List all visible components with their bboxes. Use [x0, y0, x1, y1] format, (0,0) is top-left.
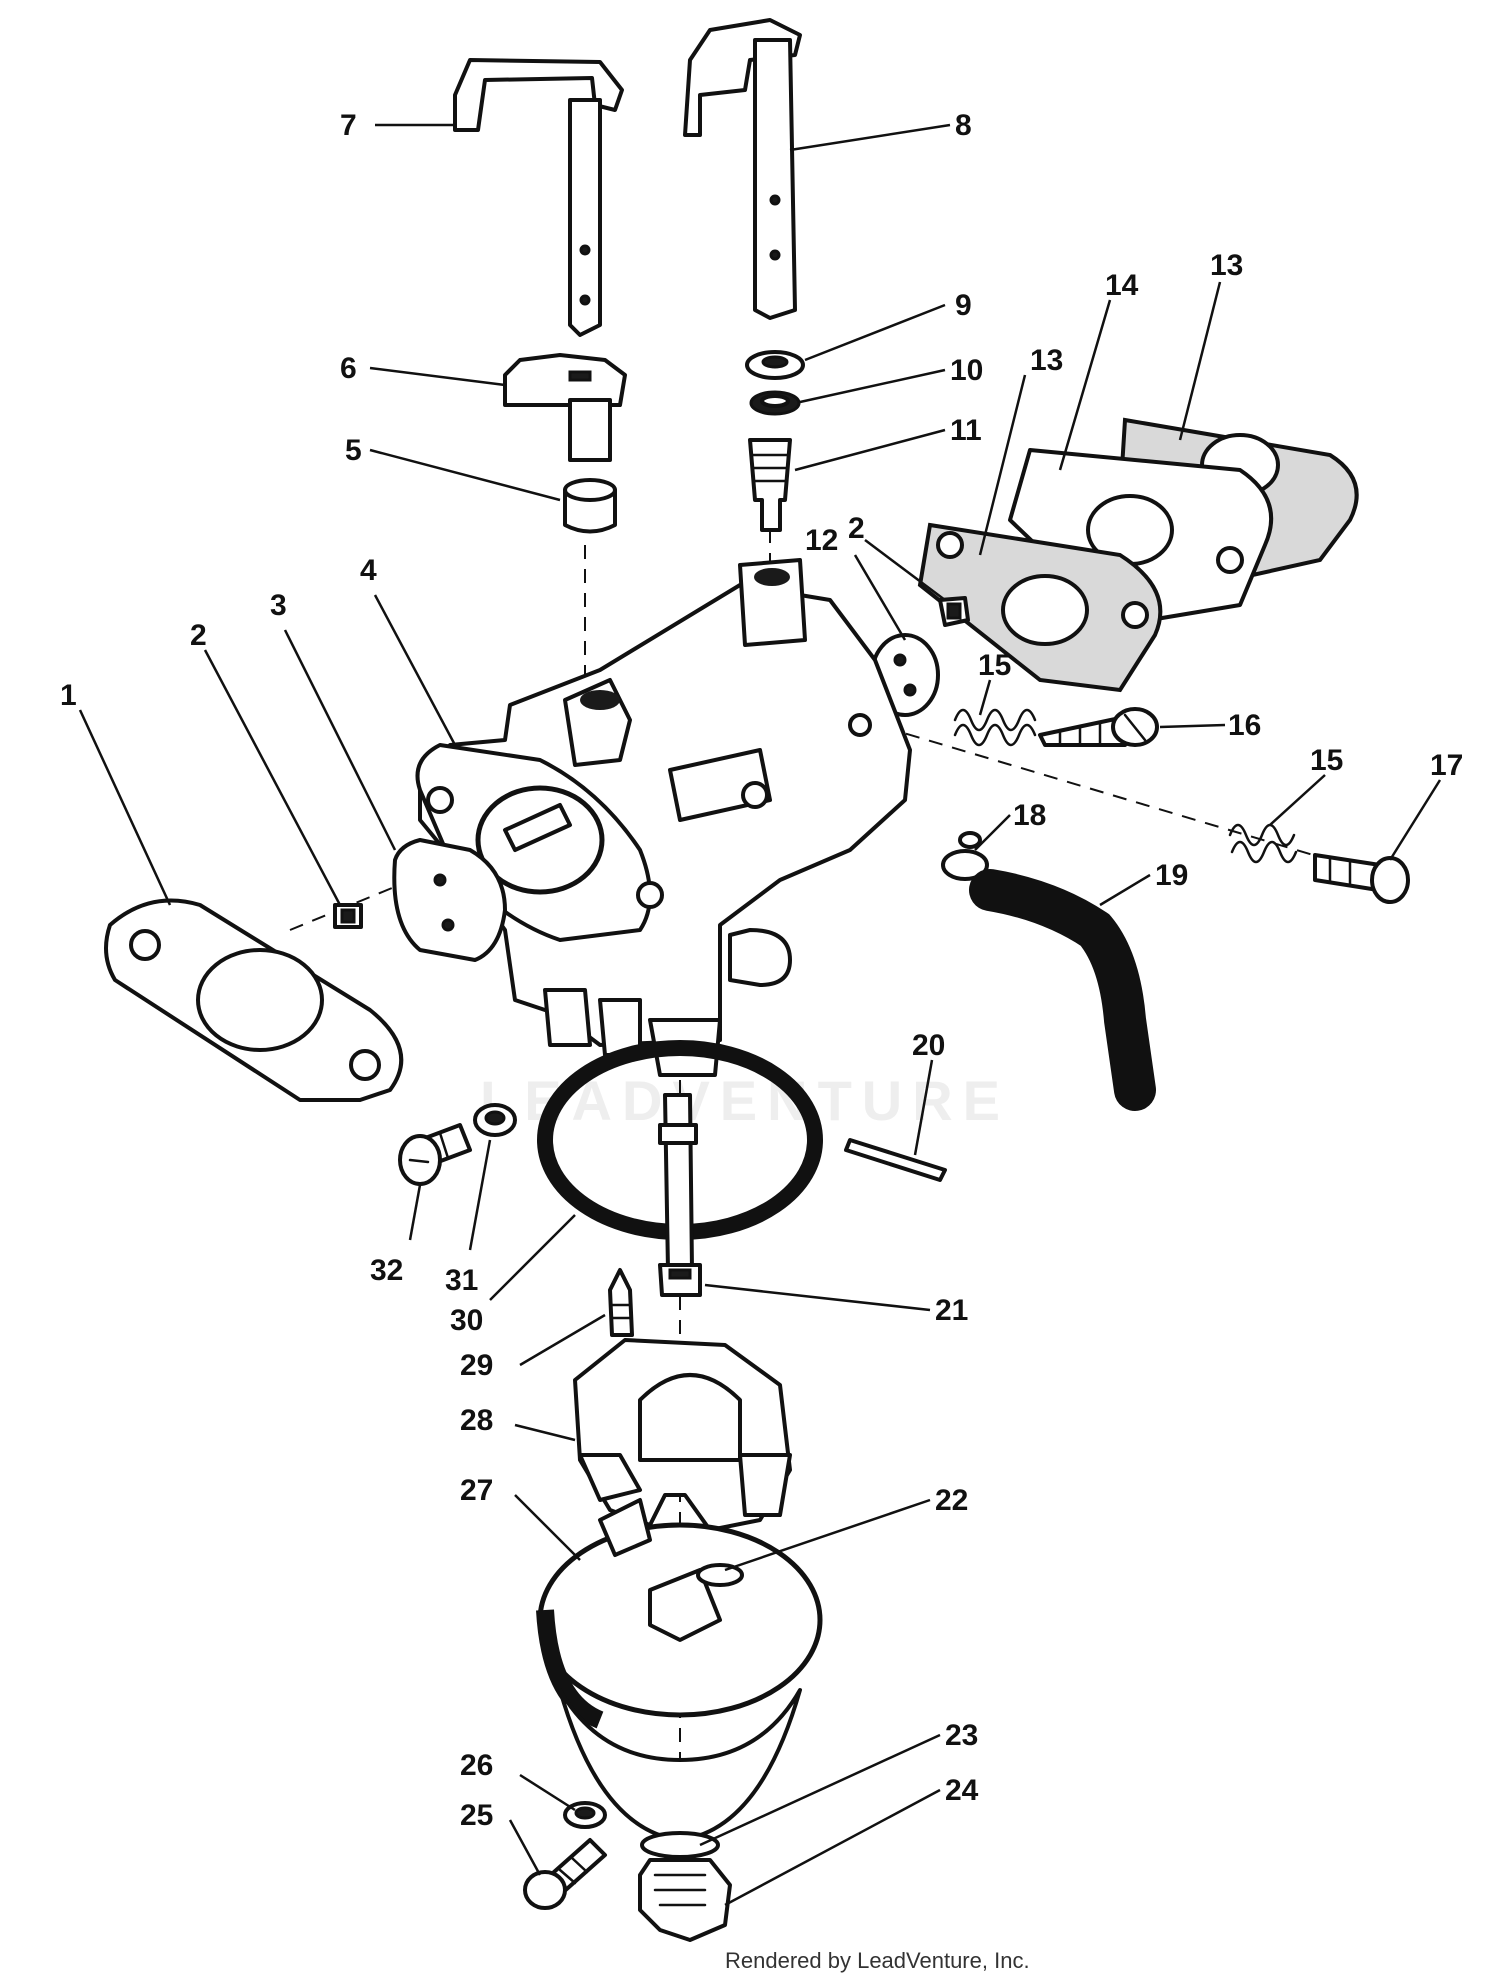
callout-21: 21	[935, 1294, 968, 1327]
render-credit: Rendered by LeadVenture, Inc.	[725, 1948, 1030, 1973]
callout-30: 30	[450, 1304, 483, 1337]
callout-24: 24	[945, 1774, 979, 1807]
callout-2-right: 2	[848, 512, 865, 545]
callout-8: 8	[955, 109, 972, 142]
part-3-throttle-plate	[392, 838, 507, 962]
callout-23: 23	[945, 1719, 978, 1752]
callout-26: 26	[460, 1749, 493, 1782]
part-25-screw	[523, 1838, 607, 1910]
part-5-bushing	[563, 478, 617, 534]
part-1-gasket	[104, 898, 404, 1102]
part-28-float	[573, 1338, 792, 1532]
part-24-bowl-nut	[638, 1858, 732, 1942]
part-27-float-bowl	[536, 1498, 823, 1842]
callout-13-rear: 13	[1210, 249, 1243, 282]
part-6-throttle-plate-lever	[503, 353, 627, 462]
part-4-carburetor-body	[415, 558, 912, 1077]
part-15-spring-upper	[953, 708, 1037, 747]
part-31-washer	[473, 1103, 517, 1137]
callout-22: 22	[935, 1484, 968, 1517]
callout-27: 27	[460, 1474, 493, 1507]
callout-3: 3	[270, 589, 287, 622]
callout-31: 31	[445, 1264, 478, 1297]
part-15-spring-lower	[1228, 823, 1298, 864]
part-17-idle-speed-screw	[1313, 853, 1410, 904]
part-2-screw-left	[333, 903, 363, 929]
part-main-nozzle	[658, 1093, 698, 1272]
callout-4: 4	[360, 554, 377, 587]
part-23-fiber-washer	[640, 1831, 720, 1859]
part-10-seal	[749, 390, 801, 416]
callout-18: 18	[1013, 799, 1046, 832]
callout-labels: 1 2 2 3 4 5 6 7 8 9 10 11 12 13 13 14 15…	[60, 109, 1463, 1832]
callout-32: 32	[370, 1254, 403, 1287]
callout-1: 1	[60, 679, 77, 712]
callout-16: 16	[1228, 709, 1261, 742]
callout-19: 19	[1155, 859, 1188, 892]
callout-2-left: 2	[190, 619, 207, 652]
part-16-idle-mixture-screw	[1038, 707, 1159, 747]
callout-10: 10	[950, 354, 983, 387]
part-11-idle-jet	[748, 438, 792, 532]
callout-12: 12	[805, 524, 838, 557]
part-13-gasket-front	[917, 522, 1163, 693]
callout-7: 7	[340, 109, 357, 142]
part-19-fuel-hose	[969, 869, 1156, 1111]
part-8-choke-shaft	[683, 18, 802, 320]
callout-29: 29	[460, 1349, 493, 1382]
callout-leaders	[78, 123, 1442, 1907]
part-20-float-pin	[844, 1138, 947, 1182]
callout-11: 11	[950, 414, 982, 447]
part-7-throttle-shaft	[453, 58, 624, 337]
part-21-main-jet	[658, 1263, 702, 1297]
callout-5: 5	[345, 434, 362, 467]
part-22-float-hinge	[696, 1563, 744, 1587]
part-9-washer	[745, 350, 805, 380]
callout-15-lower: 15	[1310, 744, 1343, 777]
callout-13-front: 13	[1030, 344, 1063, 377]
callout-9: 9	[955, 289, 972, 322]
part-18-clip	[941, 831, 989, 881]
part-2-screw-right	[938, 596, 970, 627]
callout-17: 17	[1430, 749, 1463, 782]
callout-20: 20	[912, 1029, 945, 1062]
part-29-inlet-needle	[608, 1268, 634, 1337]
callout-14: 14	[1105, 269, 1139, 302]
part-32-drain-screw	[398, 1123, 472, 1186]
callout-6: 6	[340, 352, 357, 385]
callout-25: 25	[460, 1799, 493, 1832]
callout-28: 28	[460, 1404, 493, 1437]
callout-15-upper: 15	[978, 649, 1011, 682]
